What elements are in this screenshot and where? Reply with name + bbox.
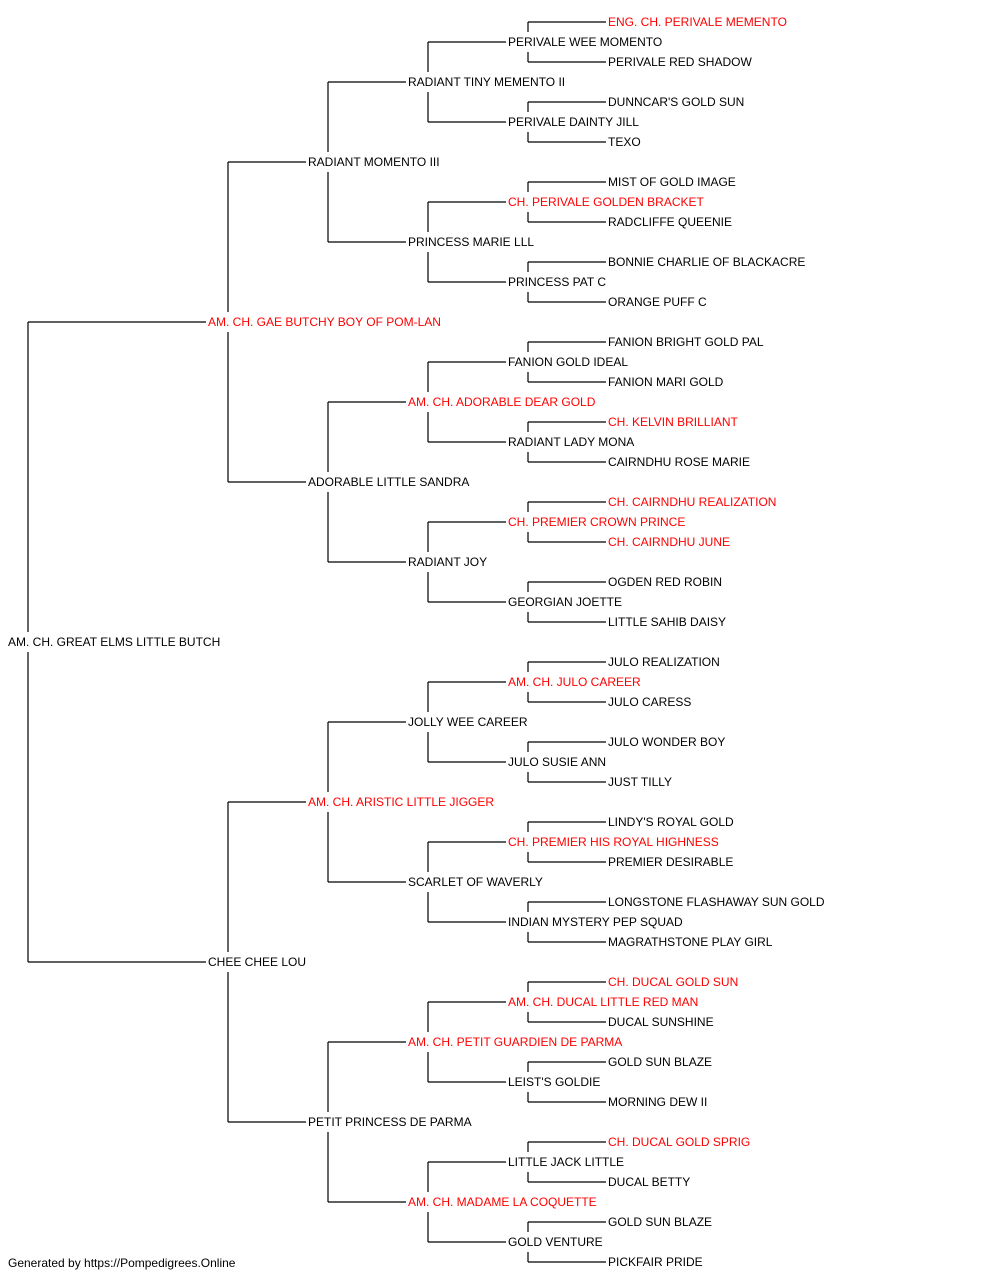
dog-name-gen2: PETIT PRINCESS DE PARMA — [308, 1115, 472, 1129]
dog-name-gen0: AM. CH. GREAT ELMS LITTLE BUTCH — [8, 635, 220, 649]
dog-name-gen3: AM. CH. MADAME LA COQUETTE — [408, 1195, 597, 1209]
dog-name-gen5: JUST TILLY — [608, 775, 672, 789]
dog-name-gen5: LINDY'S ROYAL GOLD — [608, 815, 734, 829]
dog-name-gen4: CH. PREMIER CROWN PRINCE — [508, 515, 685, 529]
dog-name-gen5: ENG. CH. PERIVALE MEMENTO — [608, 15, 787, 29]
dog-name-gen3: JOLLY WEE CAREER — [408, 715, 528, 729]
dog-name-gen4: JULO SUSIE ANN — [508, 755, 606, 769]
dog-name-gen5: PICKFAIR PRIDE — [608, 1255, 703, 1269]
dog-name-gen4: LEIST'S GOLDIE — [508, 1075, 600, 1089]
dog-name-gen3: SCARLET OF WAVERLY — [408, 875, 543, 889]
dog-name-gen4: GEORGIAN JOETTE — [508, 595, 622, 609]
dog-name-gen4: INDIAN MYSTERY PEP SQUAD — [508, 915, 683, 929]
dog-name-gen4: AM. CH. DUCAL LITTLE RED MAN — [508, 995, 698, 1009]
dog-name-gen5: CH. DUCAL GOLD SPRIG — [608, 1135, 750, 1149]
dog-name-gen1: AM. CH. GAE BUTCHY BOY OF POM-LAN — [208, 315, 441, 329]
dog-name-gen5: CH. CAIRNDHU JUNE — [608, 535, 730, 549]
dog-name-gen5: DUNNCAR'S GOLD SUN — [608, 95, 744, 109]
dog-name-gen4: CH. PERIVALE GOLDEN BRACKET — [508, 195, 704, 209]
dog-name-gen5: JULO REALIZATION — [608, 655, 720, 669]
dog-name-gen1: CHEE CHEE LOU — [208, 955, 306, 969]
dog-name-gen4: PRINCESS PAT C — [508, 275, 606, 289]
dog-name-gen5: MIST OF GOLD IMAGE — [608, 175, 736, 189]
dog-name-gen2: RADIANT MOMENTO III — [308, 155, 440, 169]
dog-name-gen4: FANION GOLD IDEAL — [508, 355, 628, 369]
dog-name-gen4: AM. CH. JULO CAREER — [508, 675, 641, 689]
dog-name-gen5: FANION BRIGHT GOLD PAL — [608, 335, 764, 349]
dog-name-gen5: DUCAL BETTY — [608, 1175, 690, 1189]
footer-credit: Generated by https://Pompedigrees.Online — [8, 1256, 236, 1270]
dog-name-gen5: FANION MARI GOLD — [608, 375, 724, 389]
dog-name-gen5: LONGSTONE FLASHAWAY SUN GOLD — [608, 895, 825, 909]
dog-name-gen5: GOLD SUN BLAZE — [608, 1215, 712, 1229]
dog-name-gen5: JULO CARESS — [608, 695, 691, 709]
dog-name-gen5: CH. CAIRNDHU REALIZATION — [608, 495, 776, 509]
dog-name-gen5: RADCLIFFE QUEENIE — [608, 215, 732, 229]
dog-name-gen5: GOLD SUN BLAZE — [608, 1055, 712, 1069]
dog-name-gen5: LITTLE SAHIB DAISY — [608, 615, 726, 629]
dog-name-gen3: AM. CH. ADORABLE DEAR GOLD — [408, 395, 596, 409]
dog-name-gen3: RADIANT TINY MEMENTO II — [408, 75, 565, 89]
dog-name-gen5: MAGRATHSTONE PLAY GIRL — [608, 935, 773, 949]
dog-name-gen4: PERIVALE DAINTY JILL — [508, 115, 639, 129]
dog-name-gen4: PERIVALE WEE MOMENTO — [508, 35, 662, 49]
dog-name-gen4: GOLD VENTURE — [508, 1235, 603, 1249]
dog-name-gen3: RADIANT JOY — [408, 555, 487, 569]
dog-name-gen4: RADIANT LADY MONA — [508, 435, 634, 449]
dog-name-gen5: MORNING DEW II — [608, 1095, 707, 1109]
dog-name-gen2: AM. CH. ARISTIC LITTLE JIGGER — [308, 795, 494, 809]
dog-name-gen5: JULO WONDER BOY — [608, 735, 725, 749]
dog-name-gen5: BONNIE CHARLIE OF BLACKACRE — [608, 255, 805, 269]
dog-name-gen5: CAIRNDHU ROSE MARIE — [608, 455, 750, 469]
dog-name-gen5: TEXO — [608, 135, 641, 149]
dog-name-gen4: CH. PREMIER HIS ROYAL HIGHNESS — [508, 835, 719, 849]
dog-name-gen5: OGDEN RED ROBIN — [608, 575, 722, 589]
dog-name-gen5: ORANGE PUFF C — [608, 295, 707, 309]
dog-name-gen5: CH. DUCAL GOLD SUN — [608, 975, 738, 989]
dog-name-gen5: DUCAL SUNSHINE — [608, 1015, 714, 1029]
dog-name-gen3: PRINCESS MARIE LLL — [408, 235, 534, 249]
dog-name-gen5: CH. KELVIN BRILLIANT — [608, 415, 738, 429]
dog-name-gen5: PERIVALE RED SHADOW — [608, 55, 752, 69]
dog-name-gen5: PREMIER DESIRABLE — [608, 855, 733, 869]
dog-name-gen2: ADORABLE LITTLE SANDRA — [308, 475, 469, 489]
dog-name-gen3: AM. CH. PETIT GUARDIEN DE PARMA — [408, 1035, 622, 1049]
dog-name-gen4: LITTLE JACK LITTLE — [508, 1155, 624, 1169]
